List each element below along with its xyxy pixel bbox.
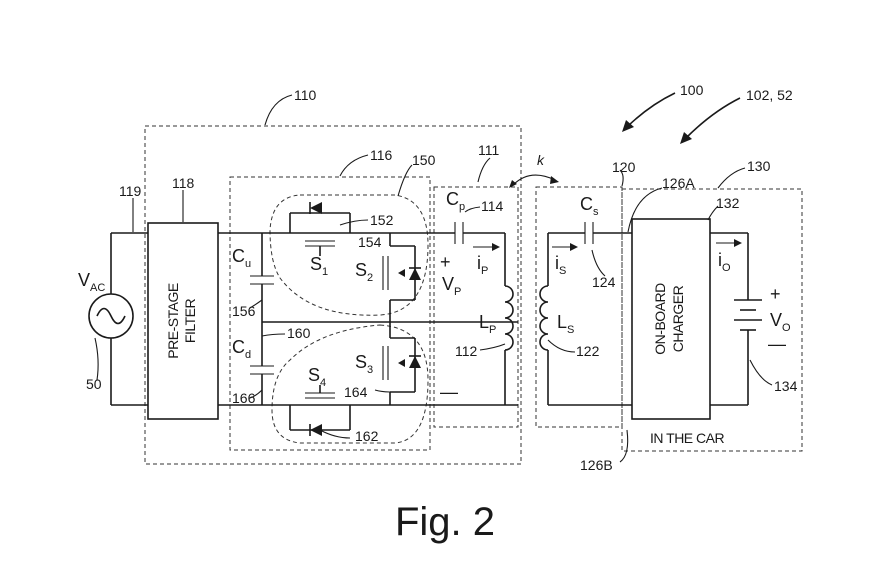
label-134: 134 — [774, 378, 798, 394]
leader-lines — [94, 92, 773, 463]
label-cd: Cd — [232, 337, 251, 361]
label-lp: LP — [479, 312, 496, 336]
label-150: 150 — [412, 152, 436, 168]
label-164: 164 — [344, 384, 368, 400]
prestage-label-1: PRE-STAGE — [165, 283, 181, 359]
label-cs: Cs — [580, 194, 599, 218]
label-s2: S2 — [355, 260, 373, 284]
label-vp: VP — [442, 274, 461, 298]
enclosure-162 — [271, 324, 429, 444]
label-vo: VO — [770, 310, 791, 334]
sine-wave-icon — [96, 307, 126, 325]
label-120: 120 — [612, 159, 636, 175]
label-s1: S1 — [310, 254, 328, 278]
figure-caption: Fig. 2 — [395, 500, 495, 544]
region-130 — [621, 188, 803, 452]
coil-ls — [539, 285, 549, 351]
region-120 — [535, 186, 623, 428]
region-111 — [433, 186, 519, 428]
charger-box — [631, 218, 711, 420]
label-s4: S4 — [308, 365, 326, 389]
prestage-filter-box — [147, 222, 219, 420]
ac-source — [88, 293, 134, 339]
label-vo-minus: — — [768, 334, 786, 354]
label-112: 112 — [455, 343, 478, 359]
label-ls: LS — [557, 312, 574, 336]
label-102-52: 102, 52 — [746, 87, 793, 103]
label-132: 132 — [716, 195, 740, 211]
label-154: 154 — [358, 234, 382, 250]
label-162: 162 — [355, 428, 379, 444]
coupling-arrow — [512, 174, 556, 186]
label-118: 118 — [172, 175, 195, 191]
label-111: 111 — [478, 142, 499, 158]
region-116 — [229, 176, 431, 451]
label-116: 116 — [370, 147, 393, 163]
label-s3: S3 — [355, 352, 373, 376]
label-io: iO — [718, 250, 731, 274]
label-166: 166 — [232, 390, 256, 406]
coil-lp — [504, 285, 514, 351]
switch-s3 — [382, 322, 421, 405]
label-122: 122 — [576, 343, 600, 359]
label-119: 119 — [119, 183, 142, 199]
label-156: 156 — [232, 303, 256, 319]
label-114: 114 — [481, 198, 504, 214]
label-k: k — [537, 152, 545, 168]
label-130: 130 — [747, 158, 771, 174]
label-126b: 126B — [580, 457, 613, 473]
label-110: 110 — [294, 87, 317, 103]
label-124: 124 — [592, 274, 616, 290]
label-cp: Cp — [446, 189, 465, 213]
switch-s4 — [289, 385, 351, 436]
charger-label-1: ON-BOARD — [652, 283, 668, 355]
prestage-label-2: FILTER — [182, 299, 198, 344]
label-vo-plus: + — [770, 284, 781, 304]
switch-s2 — [382, 233, 421, 322]
label-cu: Cu — [232, 246, 251, 270]
label-vac: VAC — [78, 270, 105, 294]
switch-s1 — [289, 202, 351, 256]
label-in-the-car: IN THE CAR — [650, 430, 724, 446]
charger-label-2: CHARGER — [670, 285, 686, 352]
label-152: 152 — [370, 212, 394, 228]
label-vp-minus: — — [440, 382, 458, 402]
label-vp-plus: + — [440, 252, 451, 272]
label-100: 100 — [680, 82, 704, 98]
label-50: 50 — [86, 376, 102, 392]
label-is: iS — [555, 253, 566, 277]
label-126a: 126A — [662, 175, 695, 191]
label-ip: iP — [477, 253, 488, 277]
label-160: 160 — [287, 325, 311, 341]
